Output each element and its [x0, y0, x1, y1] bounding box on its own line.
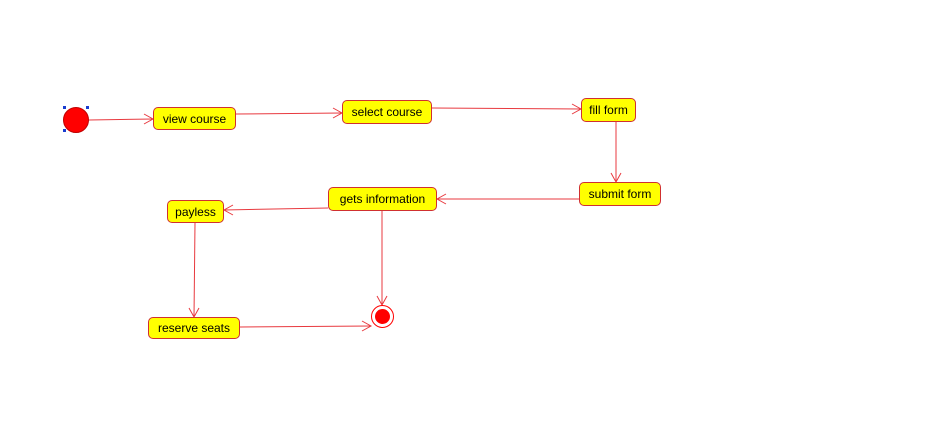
activity-label: select course: [351, 105, 423, 119]
arrowhead-end-from-reserve-seats: [361, 320, 373, 332]
edge-gets-information-to-payless: [223, 207, 329, 211]
end-node-fill: [375, 309, 390, 324]
activity-reserve-seats[interactable]: reserve seats: [148, 317, 240, 339]
arrowhead-payless: [222, 204, 234, 216]
activity-label: payless: [175, 204, 216, 219]
edge-view-course-to-select-course: [235, 112, 343, 115]
activity-view-course[interactable]: view course: [153, 107, 236, 130]
selection-handle-top-right[interactable]: [86, 106, 89, 109]
start-node[interactable]: [63, 107, 89, 133]
edge-payless-to-reserve-seats: [193, 222, 196, 318]
activity-label: submit form: [588, 187, 652, 201]
activity-select-course[interactable]: select course: [342, 100, 432, 124]
activity-label: reserve seats: [157, 321, 231, 335]
edge-select-course-to-fill-form: [431, 107, 582, 110]
arrowhead-gets-information: [435, 193, 447, 205]
selection-handle-bottom-left[interactable]: [63, 129, 66, 132]
activity-gets-information[interactable]: gets information: [328, 187, 437, 211]
activity-label: fill form: [589, 103, 628, 117]
edge-reserve-seats-to-end: [239, 325, 372, 328]
activity-label: view course: [162, 111, 227, 126]
end-node[interactable]: [371, 305, 394, 328]
activity-payless[interactable]: payless: [167, 200, 224, 223]
selection-handle-top-left[interactable]: [63, 106, 66, 109]
activity-submit-form[interactable]: submit form: [579, 182, 661, 206]
activity-fill-form[interactable]: fill form: [581, 98, 636, 122]
activity-label: gets information: [339, 192, 426, 206]
edge-start-to-view-course: [88, 118, 154, 121]
